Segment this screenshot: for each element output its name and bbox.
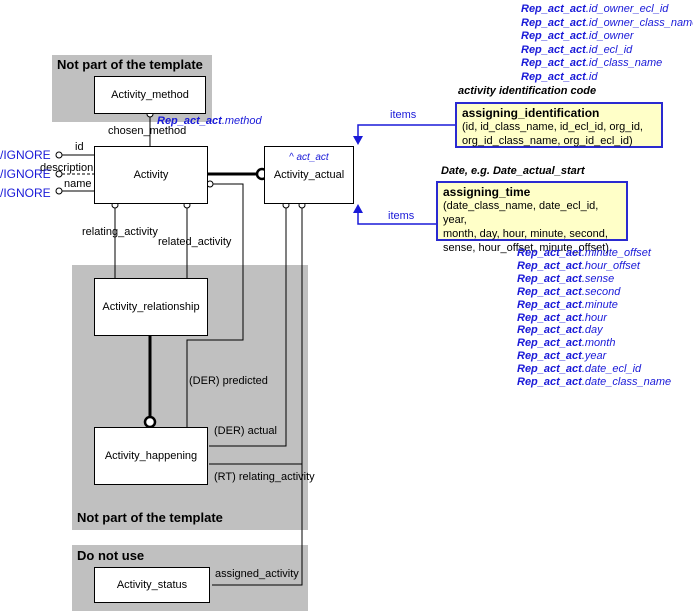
activity-relationship-box[interactable]: Activity_relationship: [94, 278, 208, 336]
time-ref-item: Rep_act_act.date_class_name: [517, 376, 672, 389]
time-ref-item: Rep_act_act.hour: [517, 311, 607, 324]
time-heading: Date, e.g. Date_actual_start: [441, 165, 585, 177]
assigning-time-box[interactable]: assigning_time (date_class_name, date_ec…: [436, 181, 628, 254]
time-ref-item: Rep_act_act.year: [517, 350, 607, 363]
items-arrow-1: [357, 124, 455, 143]
happening-link-circle: [143, 415, 157, 429]
ignore-label-2: /IGNORE: [0, 167, 51, 181]
id-heading: activity identification code: [458, 85, 597, 97]
assigned-activity-line: [212, 464, 303, 586]
assigned-activity-label: assigned_activity: [215, 568, 299, 580]
id-ref-item: Rep_act_act.id_owner_class_name: [521, 16, 693, 29]
time-ref-item: Rep_act_act.day: [517, 324, 603, 337]
assigning-identification-line: org_id_class_name, org_id_ecl_id): [462, 135, 633, 147]
time-refs-list: Rep_act_act.minute_offset Rep_act_act.ho…: [517, 247, 671, 389]
id-ref-item: Rep_act_act.id_owner_ecl_id: [521, 3, 669, 15]
activity-actual-label: Activity_actual: [273, 169, 345, 181]
time-ref-item: Rep_act_act.minute_offset: [517, 247, 651, 259]
assigning-identification-line: (id, id_class_name, id_ecl_id, org_id,: [462, 121, 643, 133]
act-act-reference: ^ act_act: [289, 152, 329, 163]
assigning-identification-title: assigning_identification: [462, 106, 600, 120]
description-attr-circle: [55, 170, 63, 178]
relating-activity-label: relating_activity: [82, 226, 158, 238]
region-middle-title: Not part of the template: [77, 510, 223, 525]
name-label: name: [64, 178, 92, 190]
ignore-label-1: /IGNORE: [0, 148, 51, 162]
time-ref-item: Rep_act_act.minute: [517, 298, 618, 311]
region-top-title: Not part of the template: [57, 57, 203, 72]
time-ref-item: Rep_act_act.hour_offset: [517, 259, 640, 272]
items-label-2: items: [388, 210, 415, 222]
activity-actual-box[interactable]: Activity_actual: [264, 146, 354, 204]
name-attr-circle: [55, 187, 63, 195]
activity-happening-box[interactable]: Activity_happening: [94, 427, 208, 485]
region-bottom-title: Do not use: [77, 548, 145, 563]
assigning-time-title: assigning_time: [443, 185, 531, 199]
id-attr-circle: [55, 151, 63, 159]
chosen-method-label: chosen_method: [108, 125, 187, 137]
assigning-identification-box[interactable]: assigning_identification (id, id_class_n…: [455, 102, 663, 148]
id-ref-item: Rep_act_act.id_owner: [521, 30, 634, 42]
ignore-label-3: /IGNORE: [0, 186, 51, 200]
der-actual-label: (DER) actual: [214, 425, 277, 437]
assigning-time-line: month, day, hour, minute, second,: [443, 228, 608, 240]
items-label-1: items: [390, 109, 417, 121]
rt-relating-activity-label: (RT) relating_activity: [214, 471, 315, 483]
id-ref-item: Rep_act_act.id_class_name: [521, 57, 663, 69]
assigning-time-line: sense, hour_offset, minute_offset): [443, 242, 609, 254]
method-reference: Rep_act_act.method: [157, 115, 262, 127]
time-ref-item: Rep_act_act.sense: [517, 272, 615, 285]
method-ref-prefix: Rep_act_act: [157, 115, 222, 127]
activity-status-box[interactable]: Activity_status: [94, 567, 210, 603]
method-ref-suffix: .method: [221, 115, 262, 127]
id-ref-item: Rep_act_act.id: [521, 70, 598, 83]
der-predicted-label: (DER) predicted: [189, 375, 268, 387]
der-predicted-line: [186, 183, 244, 427]
items-arrowhead-2: [353, 204, 363, 213]
der-actual-line: [209, 206, 287, 447]
time-ref-item: Rep_act_act.date_ecl_id: [517, 363, 642, 376]
assigning-time-line: (date_class_name, date_ecl_id, year,: [443, 200, 599, 226]
items-arrowhead-1: [353, 136, 363, 145]
related-activity-label: related_activity: [158, 236, 232, 248]
time-ref-item: Rep_act_act.second: [517, 285, 621, 298]
id-ref-item: Rep_act_act.id_ecl_id: [521, 43, 633, 56]
activity-method-box[interactable]: Activity_method: [94, 76, 206, 114]
time-ref-item: Rep_act_act.month: [517, 337, 616, 350]
activity-box[interactable]: Activity: [94, 146, 208, 204]
id-label: id: [75, 141, 84, 153]
description-label: description: [40, 162, 94, 174]
id-refs-list: Rep_act_act.id_owner_ecl_id Rep_act_act.…: [521, 3, 693, 84]
